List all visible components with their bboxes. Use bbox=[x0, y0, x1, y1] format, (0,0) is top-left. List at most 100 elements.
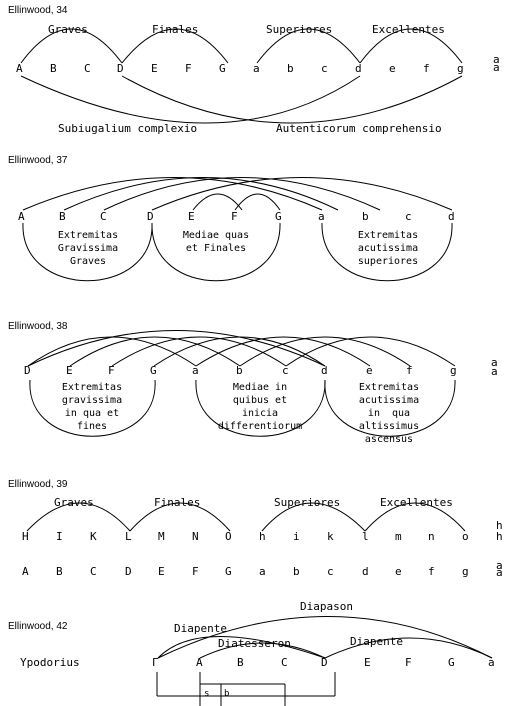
caption-extremitas-gravissima: Extremitas Gravissima Graves bbox=[57, 230, 119, 267]
note: B bbox=[56, 565, 63, 578]
note: f bbox=[423, 62, 430, 75]
note: b bbox=[293, 565, 300, 578]
group-label-excellentes: Excellentes bbox=[380, 496, 453, 509]
arc-38-circle-right bbox=[324, 379, 456, 437]
note: F bbox=[185, 62, 192, 75]
figure-34-heading: Ellinwood, 34 bbox=[8, 5, 68, 16]
note: e bbox=[395, 565, 402, 578]
note: k bbox=[327, 530, 334, 543]
figure-39-heading: Ellinwood, 39 bbox=[8, 479, 68, 490]
note: E bbox=[364, 656, 371, 669]
margin-note: a bbox=[493, 53, 500, 66]
note: E bbox=[158, 565, 165, 578]
arc-38-G-d bbox=[153, 336, 326, 367]
note: i bbox=[293, 530, 300, 543]
arc-37-circle-right bbox=[321, 222, 453, 282]
note: f bbox=[406, 364, 413, 377]
arc-42-diapente-low bbox=[157, 636, 326, 659]
note: m bbox=[395, 530, 402, 543]
group-label-finales: Finales bbox=[154, 496, 201, 509]
note: C bbox=[100, 210, 107, 223]
note: A bbox=[196, 656, 203, 669]
margin-note: a bbox=[493, 61, 500, 74]
arc-42-diapason bbox=[157, 616, 493, 659]
note: O bbox=[225, 530, 232, 543]
arc-39-finales bbox=[129, 502, 231, 532]
arc-38-circle-left bbox=[29, 379, 156, 437]
note: D bbox=[321, 656, 328, 669]
note: F bbox=[192, 565, 199, 578]
group-label-superiores: Superiores bbox=[266, 23, 333, 36]
arc-39-superiores bbox=[261, 502, 366, 532]
note: D bbox=[125, 565, 132, 578]
arc-37-circle-left bbox=[22, 222, 153, 282]
arc-38-circle-mid bbox=[195, 379, 326, 437]
note: E bbox=[188, 210, 195, 223]
note: e bbox=[389, 62, 396, 75]
arc-39-graves bbox=[26, 502, 131, 532]
margin-note: a bbox=[491, 365, 498, 378]
arc-37-A-a bbox=[22, 177, 323, 211]
caption-mediae-finales: Mediae quas et Finales bbox=[182, 230, 250, 254]
label-diatesseron: Diatesseron bbox=[218, 637, 291, 650]
caption-extremitas-acutissima: Extremitas acutissima superiores bbox=[357, 230, 419, 267]
note: G bbox=[225, 565, 232, 578]
note: L bbox=[125, 530, 132, 543]
note: d bbox=[355, 62, 362, 75]
arc-42-diapente-high bbox=[324, 637, 493, 659]
arc-graves bbox=[20, 28, 123, 64]
note: a bbox=[488, 656, 495, 669]
note: C bbox=[90, 565, 97, 578]
group-label-finales: Finales bbox=[152, 23, 199, 36]
label-diapason: Diapason bbox=[300, 600, 353, 613]
arc-37-C-c bbox=[103, 177, 381, 211]
note: F bbox=[231, 210, 238, 223]
figure-38-heading: Ellinwood, 38 bbox=[8, 321, 68, 332]
arc-37-E bbox=[192, 193, 243, 211]
note: l bbox=[362, 530, 369, 543]
group-label-excellentes: Excellentes bbox=[372, 23, 445, 36]
note: E bbox=[151, 62, 158, 75]
arc-finales bbox=[121, 28, 229, 64]
note: d bbox=[362, 565, 369, 578]
label-autenticorum: Autenticorum comprehensio bbox=[276, 122, 442, 135]
note: G bbox=[448, 656, 455, 669]
margin-note: a bbox=[496, 559, 503, 572]
figure-37-heading: Ellinwood, 37 bbox=[8, 155, 68, 166]
note: H bbox=[22, 530, 29, 543]
note: G bbox=[275, 210, 282, 223]
margin-note: h bbox=[496, 519, 503, 532]
note: b bbox=[287, 62, 294, 75]
arc-37-F bbox=[234, 193, 281, 211]
note: K bbox=[90, 530, 97, 543]
note: A bbox=[22, 565, 29, 578]
arc-37-circle-mid bbox=[151, 222, 281, 282]
note: B bbox=[50, 62, 57, 75]
margin-note: a bbox=[491, 356, 498, 369]
note: b bbox=[236, 364, 243, 377]
note: F bbox=[405, 656, 412, 669]
note: M bbox=[158, 530, 165, 543]
arc-38-D-a bbox=[27, 336, 197, 367]
note: o bbox=[462, 530, 469, 543]
note: g bbox=[462, 565, 469, 578]
note: G bbox=[150, 364, 157, 377]
margin-note: h bbox=[496, 530, 503, 543]
note: c bbox=[321, 62, 328, 75]
margin-note: a bbox=[496, 566, 503, 579]
note: g bbox=[450, 364, 457, 377]
note: c bbox=[327, 565, 334, 578]
figure-42-heading: Ellinwood, 42 bbox=[8, 621, 68, 632]
note: F bbox=[108, 364, 115, 377]
caption-extremitas-gravissima-38: Extremitas gravissima in qua et fines bbox=[61, 382, 123, 432]
note: d bbox=[448, 210, 455, 223]
arc-39-excellentes bbox=[364, 502, 466, 532]
arc-42-diatesseron bbox=[199, 642, 326, 659]
arc-37-B-b bbox=[63, 177, 339, 211]
note: C bbox=[281, 656, 288, 669]
note: a bbox=[192, 364, 199, 377]
small-mark: b bbox=[224, 689, 230, 699]
note: Γ bbox=[152, 656, 159, 669]
group-label-graves: Graves bbox=[54, 496, 94, 509]
note: B bbox=[237, 656, 244, 669]
